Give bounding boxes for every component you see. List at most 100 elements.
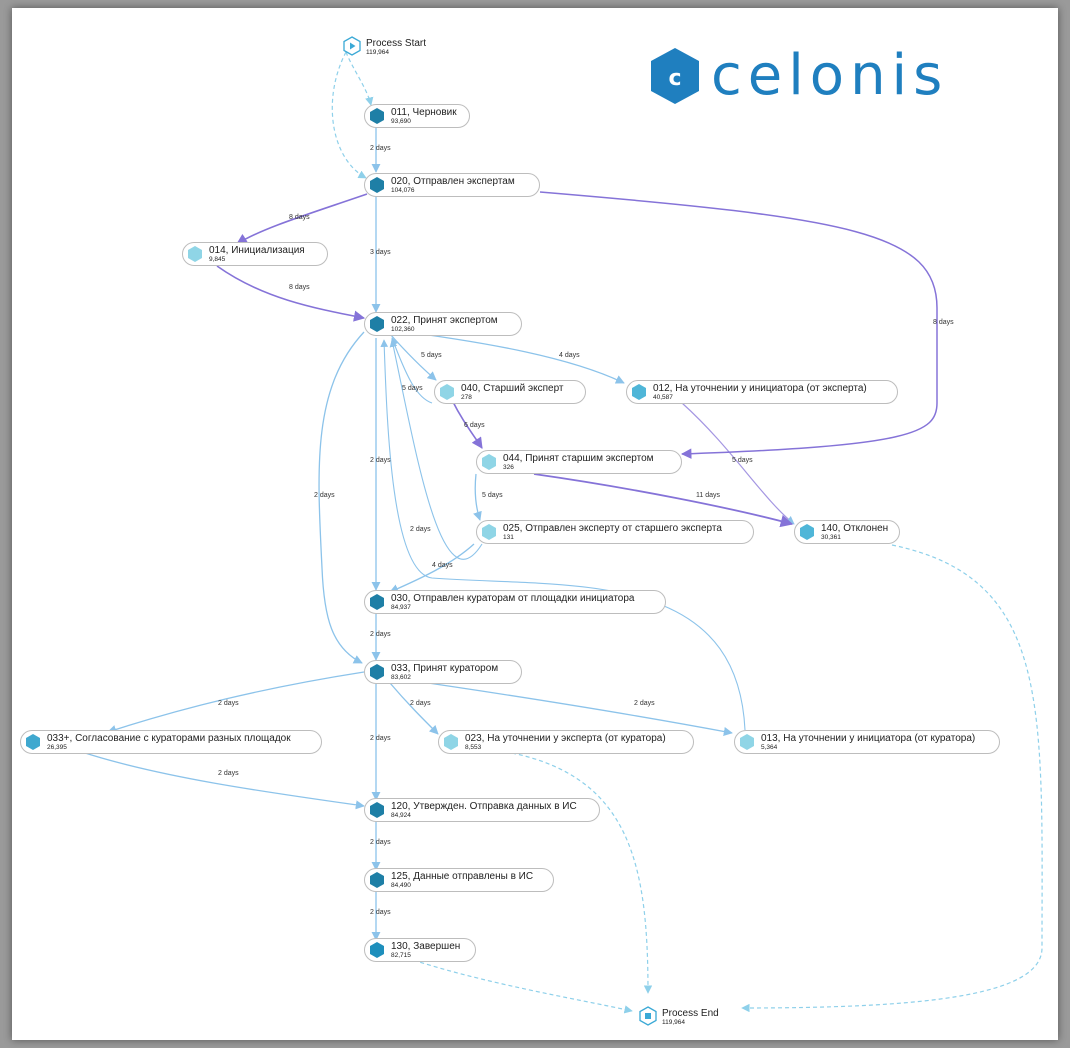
activity-hexagon-icon (370, 316, 384, 332)
edge-022-033 (318, 331, 365, 664)
edge-044-025 (473, 473, 482, 521)
edge-014-022 (216, 265, 366, 322)
node-count: 278 (461, 394, 472, 401)
node-title: 023, На уточнении у эксперта (от куратор… (465, 733, 666, 744)
activity-hexagon-icon (370, 872, 384, 888)
svg-text:c: c (668, 66, 681, 91)
activity-hexagon-icon (482, 524, 496, 540)
edge-label: 8 days (289, 214, 310, 221)
edge-start-011 (345, 51, 374, 106)
node-count: 119,964 (662, 1019, 686, 1026)
edge-label: 11 days (696, 492, 720, 499)
edge-label: 2 days (370, 909, 391, 916)
node-count: 82,715 (391, 952, 411, 959)
activity-hexagon-icon (482, 454, 496, 470)
process-map-canvas: c celonis (12, 8, 1058, 1040)
edge-label: 5 days (732, 457, 753, 464)
celonis-logo: c celonis (645, 44, 1065, 108)
edge-label: 5 days (482, 492, 503, 499)
activity-node-125[interactable]: 125, Данные отправлены в ИС 84,490 (364, 868, 554, 892)
node-count: 40,587 (653, 394, 673, 401)
edge-033p-120 (81, 751, 365, 810)
activity-node-120[interactable]: 120, Утвержден. Отправка данных в ИС 84,… (364, 798, 600, 822)
edge-025-022 (389, 339, 483, 560)
edge-033-033p (107, 671, 365, 734)
activity-node-033plus[interactable]: 033+, Согласование с кураторами разных п… (20, 730, 322, 754)
node-count: 84,490 (391, 882, 411, 889)
node-count: 83,602 (391, 674, 411, 681)
node-title: 013, На уточнении у инициатора (от курат… (761, 733, 976, 744)
activity-node-140[interactable]: 140, Отклонен 30,361 (794, 520, 900, 544)
activity-node-025[interactable]: 025, Отправлен эксперту от старшего эксп… (476, 520, 754, 544)
node-title: 014, Инициализация (209, 245, 305, 256)
activity-node-013[interactable]: 013, На уточнении у инициатора (от курат… (734, 730, 1000, 754)
edge-044-140 (533, 473, 794, 528)
node-count: 30,361 (821, 534, 841, 541)
node-count: 84,937 (391, 604, 411, 611)
node-title: Process Start (366, 38, 427, 49)
node-count: 119,964 (366, 49, 390, 56)
activity-node-022[interactable]: 022, Принят экспертом 102,360 (364, 312, 522, 336)
edge-025-030 (389, 543, 475, 593)
activity-node-023[interactable]: 023, На уточнении у эксперта (от куратор… (438, 730, 694, 754)
edge-label: 2 days (314, 492, 335, 499)
activity-hexagon-icon (370, 108, 384, 124)
edge-label: 2 days (370, 735, 391, 742)
edge-label: 4 days (559, 352, 580, 359)
edge-label: 2 days (410, 700, 431, 707)
edge-140-end (741, 544, 1043, 1013)
node-title: 022, Принят экспертом (391, 315, 498, 326)
node-title: 020, Отправлен экспертам (391, 176, 515, 187)
edge-040-044 (451, 399, 483, 449)
process-edges (81, 51, 1043, 1014)
node-count: 326 (503, 464, 514, 471)
edge-label: 5 days (421, 352, 442, 359)
activity-hexagon-icon (188, 246, 202, 262)
activity-node-011[interactable]: 011, Черновик 93,690 (364, 104, 470, 128)
activity-node-020[interactable]: 020, Отправлен экспертам 104,076 (364, 173, 540, 197)
activity-node-040[interactable]: 040, Старший эксперт 278 (434, 380, 586, 404)
node-title: 033, Принят куратором (391, 663, 499, 674)
edge-033-023 (389, 682, 439, 735)
activity-hexagon-icon (370, 594, 384, 610)
activity-node-130[interactable]: 130, Завершен 82,715 (364, 938, 476, 962)
activity-hexagon-icon (26, 734, 40, 750)
activity-hexagon-icon (370, 664, 384, 680)
node-count: 84,924 (391, 812, 411, 819)
node-title: 125, Данные отправлены в ИС (391, 871, 534, 882)
edge-023-end (511, 752, 653, 994)
node-count: 102,360 (391, 326, 415, 333)
node-count: 26,395 (47, 744, 67, 751)
edge-130-end (406, 957, 633, 1014)
edge-020-044 (539, 191, 938, 459)
edge-label: 5 days (402, 385, 423, 392)
node-title: 033+, Согласование с кураторами разных п… (47, 733, 291, 744)
celonis-wordmark: celonis (711, 43, 949, 108)
edge-label: 2 days (370, 457, 391, 464)
activity-node-012[interactable]: 012, На уточнении у инициатора (от экспе… (626, 380, 898, 404)
node-count: 8,553 (465, 744, 482, 751)
activity-hexagon-icon (444, 734, 458, 750)
node-count: 93,690 (391, 118, 411, 125)
stop-icon (639, 1006, 657, 1026)
activity-node-044[interactable]: 044, Принят старшим экспертом 326 (476, 450, 682, 474)
node-title: 011, Черновик (391, 107, 457, 118)
activity-node-030[interactable]: 030, Отправлен кураторам от площадки ини… (364, 590, 666, 614)
node-count: 5,364 (761, 744, 778, 751)
edge-label: 2 days (370, 631, 391, 638)
edge-040-022 (390, 337, 433, 404)
node-title: 030, Отправлен кураторам от площадки ини… (391, 593, 635, 604)
edge-label: 4 days (432, 562, 453, 569)
activity-node-033[interactable]: 033, Принят куратором 83,602 (364, 660, 522, 684)
node-count: 131 (503, 534, 514, 541)
node-count: 104,076 (391, 187, 415, 194)
edge-label: 3 days (370, 249, 391, 256)
activity-hexagon-icon (370, 177, 384, 193)
node-title: 140, Отклонен (821, 523, 889, 534)
activity-hexagon-icon (632, 384, 646, 400)
activity-node-014[interactable]: 014, Инициализация 9,845 (182, 242, 328, 266)
activity-hexagon-icon (800, 524, 814, 540)
node-title: 044, Принят старшим экспертом (503, 453, 654, 464)
node-title: 120, Утвержден. Отправка данных в ИС (391, 801, 577, 812)
node-title: 130, Завершен (391, 941, 461, 952)
